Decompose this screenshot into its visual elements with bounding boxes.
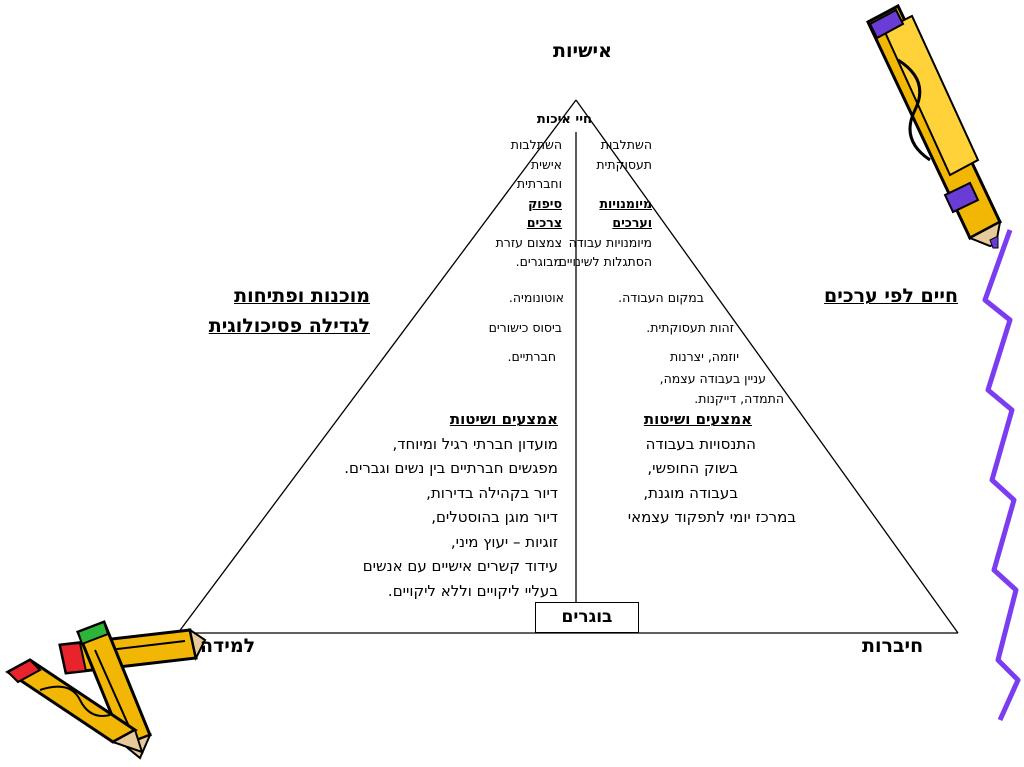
upper-right-line bbox=[559, 174, 652, 194]
lower-right-line: בעבודה מוגנת, bbox=[643, 483, 738, 502]
lower-right-line: במרכז יומי לתפקוד עצמאי bbox=[627, 508, 796, 526]
upper-right-heading: מיומנויות bbox=[599, 195, 652, 211]
lower-left-line: בעליי ליקויים וללא ליקויים. bbox=[387, 581, 558, 600]
left-side-line1: מוכנות ופתיחות bbox=[234, 285, 370, 307]
upper-right-column: השתלבות תעסוקתית מיומנויות וערכים מיומנו… bbox=[559, 135, 652, 272]
triangle-right-edge bbox=[575, 99, 959, 634]
upper-left-column: השתלבות אישית וחברתית סיפוק צרכים צמצום … bbox=[496, 135, 562, 272]
lower-left-block: אמצעים ושיטות מועדון חברתי רגיל ומיוחד, … bbox=[344, 407, 558, 603]
upper-right-line: מיומנויות עבודה bbox=[568, 234, 652, 250]
bottom-left-label: למידה bbox=[200, 635, 256, 657]
upper-right-line: הסתגלות לשינויים bbox=[558, 254, 652, 269]
center-title: חיי איכות bbox=[536, 112, 592, 127]
upper-right-heading: וערכים bbox=[612, 215, 652, 230]
mid-left-autonomy: אוטונומיה. bbox=[508, 290, 564, 305]
pencil-icon-top-right bbox=[866, 3, 1002, 249]
upper-right-line: תעסוקתית bbox=[596, 156, 652, 172]
upper-left-heading: צרכים bbox=[526, 215, 562, 230]
lower-left-line: דיור מוגן בהוסטלים, bbox=[431, 508, 558, 526]
lower-left-heading: אמצעים ושיטות bbox=[449, 410, 558, 428]
pencil-icon-bottom-left-3 bbox=[5, 658, 144, 754]
upper-left-line: השתלבות bbox=[510, 137, 562, 152]
top-label: אישיות bbox=[553, 40, 612, 62]
upper-left-line: אישית bbox=[530, 156, 562, 172]
mid-right-initiative: יוזמה, יצרנות bbox=[669, 349, 739, 364]
upper-left-heading: סיפוק bbox=[528, 195, 562, 211]
right-side-label: חיים לפי ערכים bbox=[824, 285, 958, 307]
lower-right-heading: אמצעים ושיטות bbox=[643, 410, 752, 428]
left-side-line2: לגדילה פסיכולוגית bbox=[208, 315, 370, 337]
lower-left-line: זוגיות – יעוץ מיני, bbox=[450, 532, 558, 551]
mid-right-identity: זהות תעסוקתית. bbox=[646, 320, 734, 335]
lower-right-line: בשוק החופשי, bbox=[647, 459, 738, 477]
lower-left-line: מועדון חברתי רגיל ומיוחד, bbox=[392, 434, 558, 453]
lower-left-line: מפגשים חברתיים בין נשים וגברים. bbox=[344, 459, 558, 477]
squiggle-decoration bbox=[982, 229, 1021, 722]
mid-left-social: חברתיים. bbox=[507, 349, 556, 364]
lower-right-block: אמצעים ושיטות התנסויות בעבודה בשוק החופש… bbox=[628, 407, 796, 530]
lower-left-line: דיור בקהילה בדירות, bbox=[426, 483, 558, 502]
upper-right-line: השתלבות bbox=[600, 137, 652, 152]
bottom-box-adults: בוגרים bbox=[535, 602, 639, 633]
upper-left-line: מבוגרים. bbox=[515, 254, 562, 269]
mid-left-skills: ביסוס כישורים bbox=[488, 320, 562, 335]
lower-left-line: עידוד קשרים אישיים עם אנשים bbox=[362, 557, 558, 575]
upper-left-line: צמצום עזרת bbox=[495, 234, 562, 250]
upper-left-line: וחברתית bbox=[516, 176, 562, 191]
left-side-label: מוכנות ופתיחות לגדילה פסיכולוגית bbox=[209, 281, 370, 341]
mid-right-interest: עניין בעבודה עצמה, bbox=[659, 371, 766, 386]
mid-right-persistence: התמדה, דייקנות. bbox=[694, 391, 784, 406]
triangle-left-edge bbox=[177, 99, 577, 634]
mid-right-workplace: במקום העבודה. bbox=[618, 290, 704, 305]
lower-right-line: התנסויות בעבודה bbox=[645, 434, 756, 453]
bottom-right-label: חיברות bbox=[862, 635, 924, 657]
